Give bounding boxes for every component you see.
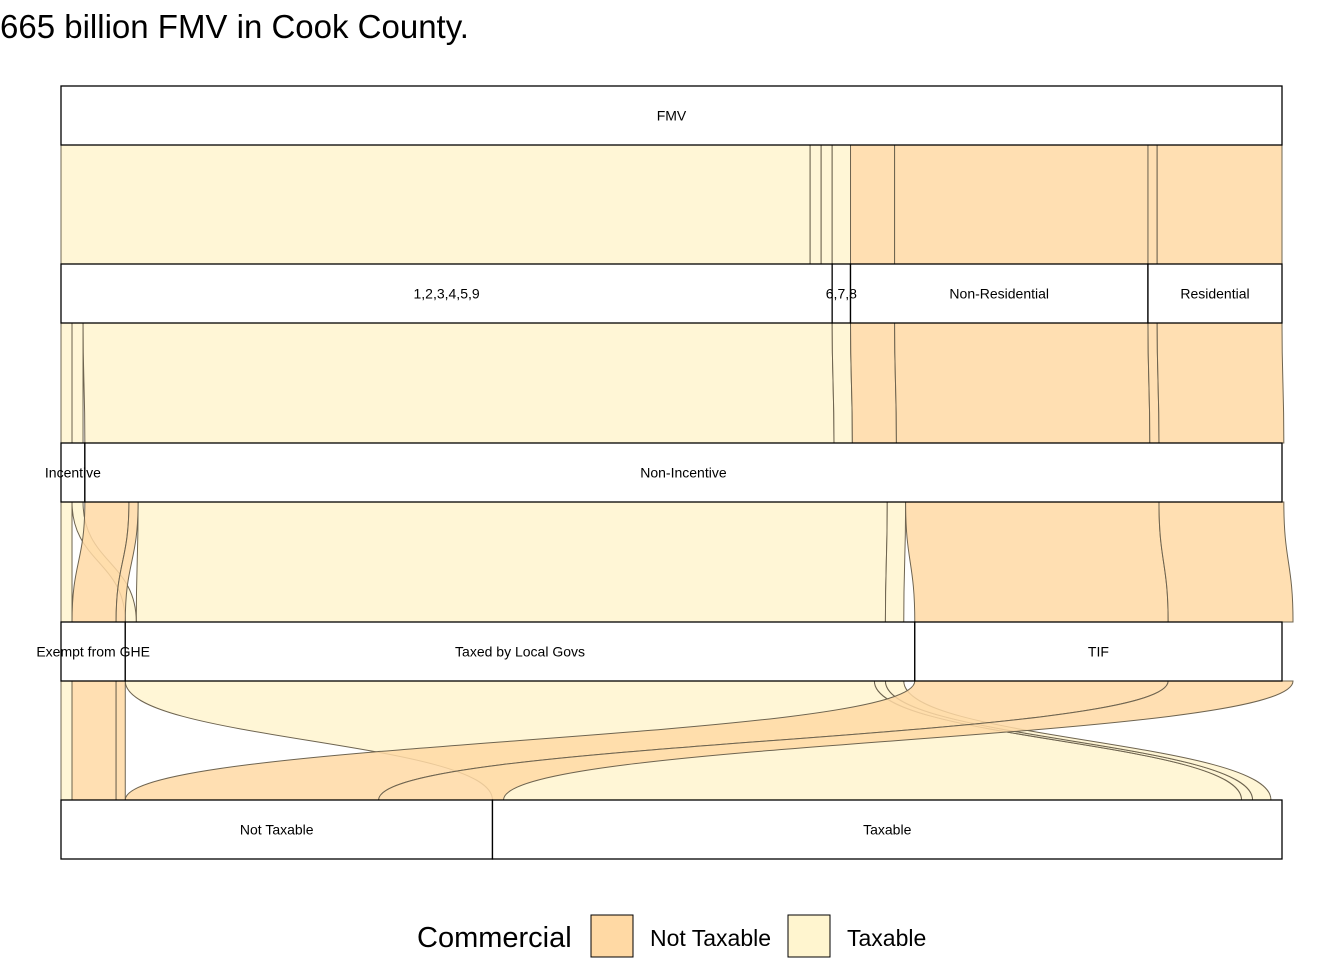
stratum-4-0	[60, 799, 494, 860]
flow-0-7	[1156, 144, 1283, 265]
flow-0-2	[820, 144, 833, 265]
flow-1-1	[60, 322, 73, 444]
flow-1-5	[894, 322, 1151, 444]
stratum-label-3-2: TIF	[1088, 644, 1109, 660]
stratum-3-1	[124, 621, 916, 682]
flows-layer	[60, 144, 1294, 801]
strata-layer	[60, 85, 1283, 860]
flow-1-2	[71, 322, 84, 444]
stratum-3-2	[914, 621, 1283, 682]
legend-swatch-not-taxable	[590, 914, 634, 958]
stratum-label-1-1: 6,7,8	[826, 286, 857, 302]
stratum-3-0	[60, 621, 126, 682]
flow-2-3	[884, 501, 907, 623]
stratum-label-4-0: Not Taxable	[240, 822, 314, 838]
legend-label-taxable: Taxable	[847, 925, 926, 951]
flow-0-0	[60, 144, 811, 265]
flow-2-1	[60, 501, 73, 623]
flow-0-5	[894, 144, 1149, 265]
stratum-label-3-0: Exempt from GHE	[36, 644, 150, 660]
flow-1-0	[82, 322, 835, 444]
legend-label-not-taxable: Not Taxable	[650, 925, 771, 951]
flow-2-0	[135, 501, 888, 623]
stratum-1-2	[849, 263, 1149, 324]
stratum-label-2-0: Incentive	[45, 465, 101, 481]
flow-3-6	[115, 680, 126, 801]
flow-1-4	[850, 322, 897, 444]
legend: Commercial Not Taxable Taxable	[417, 914, 926, 958]
flow-3-4	[71, 680, 117, 801]
flow-2-5	[905, 501, 1169, 623]
stratum-label-4-1: Taxable	[863, 822, 911, 838]
stratum-1-0	[60, 263, 833, 324]
chart-title: 665 billion FMV in Cook County.	[0, 8, 469, 45]
stratum-2-1	[84, 442, 1283, 503]
flow-3-1	[60, 680, 73, 801]
stratum-0-0	[60, 85, 1283, 146]
stratum-4-1	[491, 799, 1283, 860]
flow-1-3	[831, 322, 853, 444]
stratum-label-1-0: 1,2,3,4,5,9	[413, 286, 479, 302]
stratum-label-1-3: Residential	[1180, 286, 1249, 302]
flow-2-7	[1158, 501, 1294, 623]
legend-title: Commercial	[417, 922, 572, 954]
stratum-label-3-1: Taxed by Local Govs	[455, 644, 585, 660]
flow-0-4	[850, 144, 896, 265]
flow-0-1	[809, 144, 822, 265]
flow-0-3	[831, 144, 852, 265]
flow-0-6	[1147, 144, 1158, 265]
stratum-label-1-2: Non-Residential	[949, 286, 1049, 302]
stratum-label-2-1: Non-Incentive	[640, 465, 727, 481]
flow-1-7	[1156, 322, 1285, 444]
legend-swatch-taxable	[787, 914, 831, 958]
stratum-1-3	[1147, 263, 1283, 324]
stratum-label-0-0: FMV	[657, 108, 687, 124]
labels-layer: FMV 1,2,3,4,5,9 6,7,8 Non-Residential Reside…	[36, 108, 1249, 838]
